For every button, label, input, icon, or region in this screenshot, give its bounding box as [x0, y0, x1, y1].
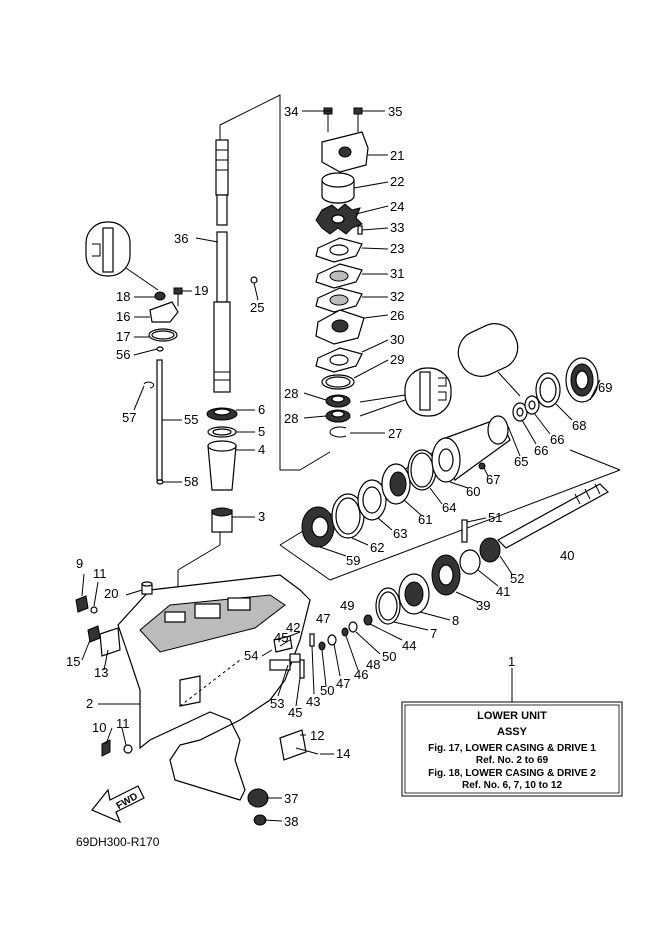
water-pump-stack: [315, 107, 452, 438]
label-69: 69: [598, 380, 612, 395]
label-38: 38: [284, 814, 298, 829]
label-18: 18: [116, 289, 130, 304]
fwd-label: FWD: [115, 791, 140, 812]
label-23: 23: [390, 241, 404, 256]
info-title: LOWER UNIT: [477, 710, 547, 722]
assembly-info-box: LOWER UNIT ASSY Fig. 17, LOWER CASING & …: [401, 701, 623, 797]
label-7: 7: [430, 626, 437, 641]
label-43: 43: [306, 694, 320, 709]
label-14: 14: [336, 746, 350, 761]
misc-small-parts: [75, 581, 319, 826]
part-labels: 34 35 21 22 24 33 23 31 32 26 30 29 28 2…: [66, 104, 612, 829]
label-54: 54: [244, 648, 258, 663]
label-68: 68: [572, 418, 586, 433]
label-47a: 47: [316, 611, 330, 626]
label-66b: 66: [550, 432, 564, 447]
label-11a: 11: [93, 566, 107, 581]
label-63: 63: [393, 526, 407, 541]
label-25: 25: [250, 300, 264, 315]
label-33: 33: [390, 220, 404, 235]
label-36: 36: [174, 231, 188, 246]
label-55: 55: [184, 412, 198, 427]
leader-lines: [81, 110, 601, 822]
label-28b: 28: [284, 411, 298, 426]
info-subtitle: ASSY: [497, 726, 528, 738]
drive-shaft: [213, 139, 258, 393]
lower-casing: [117, 574, 311, 801]
label-4: 4: [258, 442, 265, 457]
label-52: 52: [510, 571, 524, 586]
info-line-1: Fig. 17, LOWER CASING & DRIVE 1: [428, 743, 596, 754]
info-line-2: Ref. No. 2 to 69: [476, 755, 549, 766]
label-47b: 47: [336, 676, 350, 691]
label-22: 22: [390, 174, 404, 189]
label-61: 61: [418, 512, 432, 527]
label-9: 9: [76, 556, 83, 571]
label-45a: 45: [274, 630, 288, 645]
label-8: 8: [452, 613, 459, 628]
label-5: 5: [258, 424, 265, 439]
label-24: 24: [390, 199, 404, 214]
label-66a: 66: [534, 443, 548, 458]
label-50a: 50: [382, 649, 396, 664]
label-53: 53: [270, 696, 284, 711]
label-3: 3: [258, 509, 265, 524]
label-65: 65: [514, 454, 528, 469]
label-49: 49: [340, 598, 354, 613]
label-35: 35: [388, 104, 402, 119]
label-62: 62: [370, 540, 384, 555]
label-37: 37: [284, 791, 298, 806]
label-50b: 50: [320, 683, 334, 698]
label-60: 60: [466, 484, 480, 499]
label-11b: 11: [116, 716, 130, 731]
label-40: 40: [560, 548, 574, 563]
label-6: 6: [258, 402, 265, 417]
label-17: 17: [116, 329, 130, 344]
label-32: 32: [390, 289, 404, 304]
shaft-bearings: [206, 407, 238, 533]
label-27: 27: [388, 426, 402, 441]
label-13: 13: [94, 665, 108, 680]
label-21: 21: [390, 148, 404, 163]
label-20: 20: [104, 586, 118, 601]
label-31: 31: [390, 266, 404, 281]
label-45b: 45: [288, 705, 302, 720]
label-51: 51: [488, 510, 502, 525]
label-67: 67: [486, 472, 500, 487]
label-1: 1: [508, 654, 515, 669]
label-34: 34: [284, 104, 298, 119]
label-26: 26: [390, 308, 404, 323]
label-15: 15: [66, 654, 80, 669]
label-29: 29: [390, 352, 404, 367]
label-42: 42: [286, 620, 300, 635]
label-19: 19: [194, 283, 208, 298]
shift-rod-assembly: [85, 221, 183, 485]
label-58: 58: [184, 474, 198, 489]
label-57: 57: [122, 410, 136, 425]
label-30: 30: [390, 332, 404, 347]
diagram-code: 69DH300-R170: [76, 835, 160, 849]
fwd-arrow-icon: FWD: [91, 785, 145, 824]
label-64: 64: [442, 500, 456, 515]
label-28a: 28: [284, 386, 298, 401]
label-59: 59: [346, 553, 360, 568]
label-16: 16: [116, 309, 130, 324]
info-line-4: Ref. No. 6, 7, 10 to 12: [462, 780, 562, 791]
label-56: 56: [116, 347, 130, 362]
label-48: 48: [366, 657, 380, 672]
label-46: 46: [354, 667, 368, 682]
label-12: 12: [310, 728, 324, 743]
label-2: 2: [86, 696, 93, 711]
label-41: 41: [496, 584, 510, 599]
label-10: 10: [92, 720, 106, 735]
label-39: 39: [476, 598, 490, 613]
label-44: 44: [402, 638, 416, 653]
propeller-shaft-assembly: [269, 323, 609, 679]
info-line-3: Fig. 18, LOWER CASING & DRIVE 2: [428, 768, 596, 779]
